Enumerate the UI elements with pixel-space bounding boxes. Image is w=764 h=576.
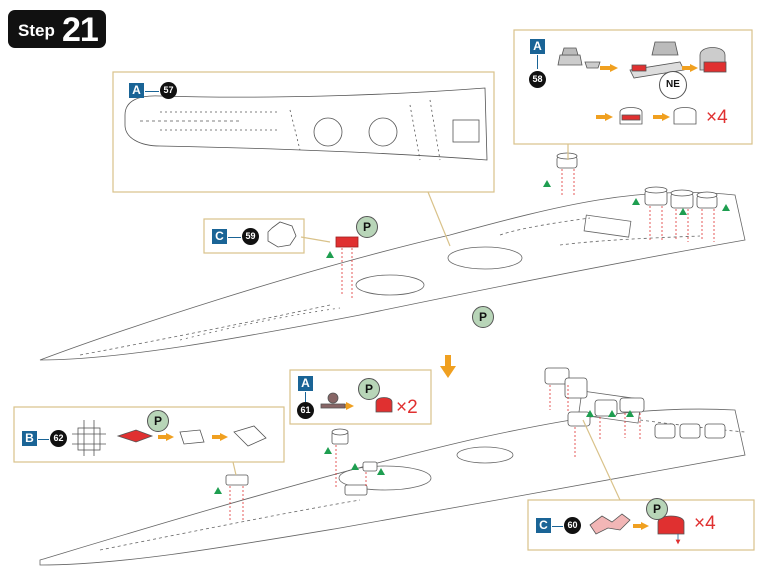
- multiplier: ×4: [706, 107, 728, 128]
- lower-guide-lines: [229, 385, 641, 520]
- arrow-down-icon: [440, 355, 456, 378]
- p-badge: P: [147, 410, 169, 432]
- post-part-61: [320, 392, 393, 413]
- strip-part-60: [589, 513, 685, 545]
- tag-c: C: [536, 518, 551, 533]
- tag-a: A: [530, 39, 545, 54]
- multiplier: ×2: [396, 397, 418, 418]
- part-number-59: 59: [242, 228, 259, 245]
- triangle-marker-icons: [214, 180, 730, 494]
- ne-label: NE: [659, 71, 687, 99]
- frame-part-62: [72, 420, 267, 456]
- part-number-57: 57: [160, 82, 177, 99]
- tag-b: B: [22, 431, 37, 446]
- part-number-61: 61: [297, 402, 314, 419]
- tag-a: A: [129, 83, 144, 98]
- step-badge: Step 21: [8, 10, 106, 49]
- part-number-58: 58: [529, 71, 546, 88]
- tag-a: A: [298, 376, 313, 391]
- connector: [228, 237, 241, 238]
- upper-hull-deck: [39, 192, 746, 361]
- upper-turrets: [335, 152, 718, 248]
- tag-c: C: [212, 229, 227, 244]
- part-number-60: 60: [564, 517, 581, 534]
- p-badge: P: [472, 306, 494, 328]
- connector: [145, 91, 159, 92]
- connector: [305, 392, 306, 402]
- connector: [552, 526, 563, 527]
- lower-parts: [225, 367, 726, 496]
- p-badge: P: [358, 378, 380, 400]
- upper-guide-lines: [341, 169, 715, 298]
- step-number: 21: [62, 11, 99, 49]
- p-badge: P: [646, 498, 668, 520]
- net-part-59: [267, 221, 297, 248]
- connector: [537, 55, 538, 69]
- p-badge: P: [356, 216, 378, 238]
- deck-plate-57: [124, 87, 488, 161]
- lower-hull-deck: [39, 390, 746, 566]
- step-word: Step: [18, 21, 55, 40]
- turret-assembly-58: [557, 41, 727, 125]
- arrow-right-icons: [158, 64, 698, 530]
- connector: [38, 439, 49, 440]
- callout-frames: [13, 29, 755, 551]
- multiplier: ×4: [694, 513, 716, 534]
- part-number-62: 62: [50, 430, 67, 447]
